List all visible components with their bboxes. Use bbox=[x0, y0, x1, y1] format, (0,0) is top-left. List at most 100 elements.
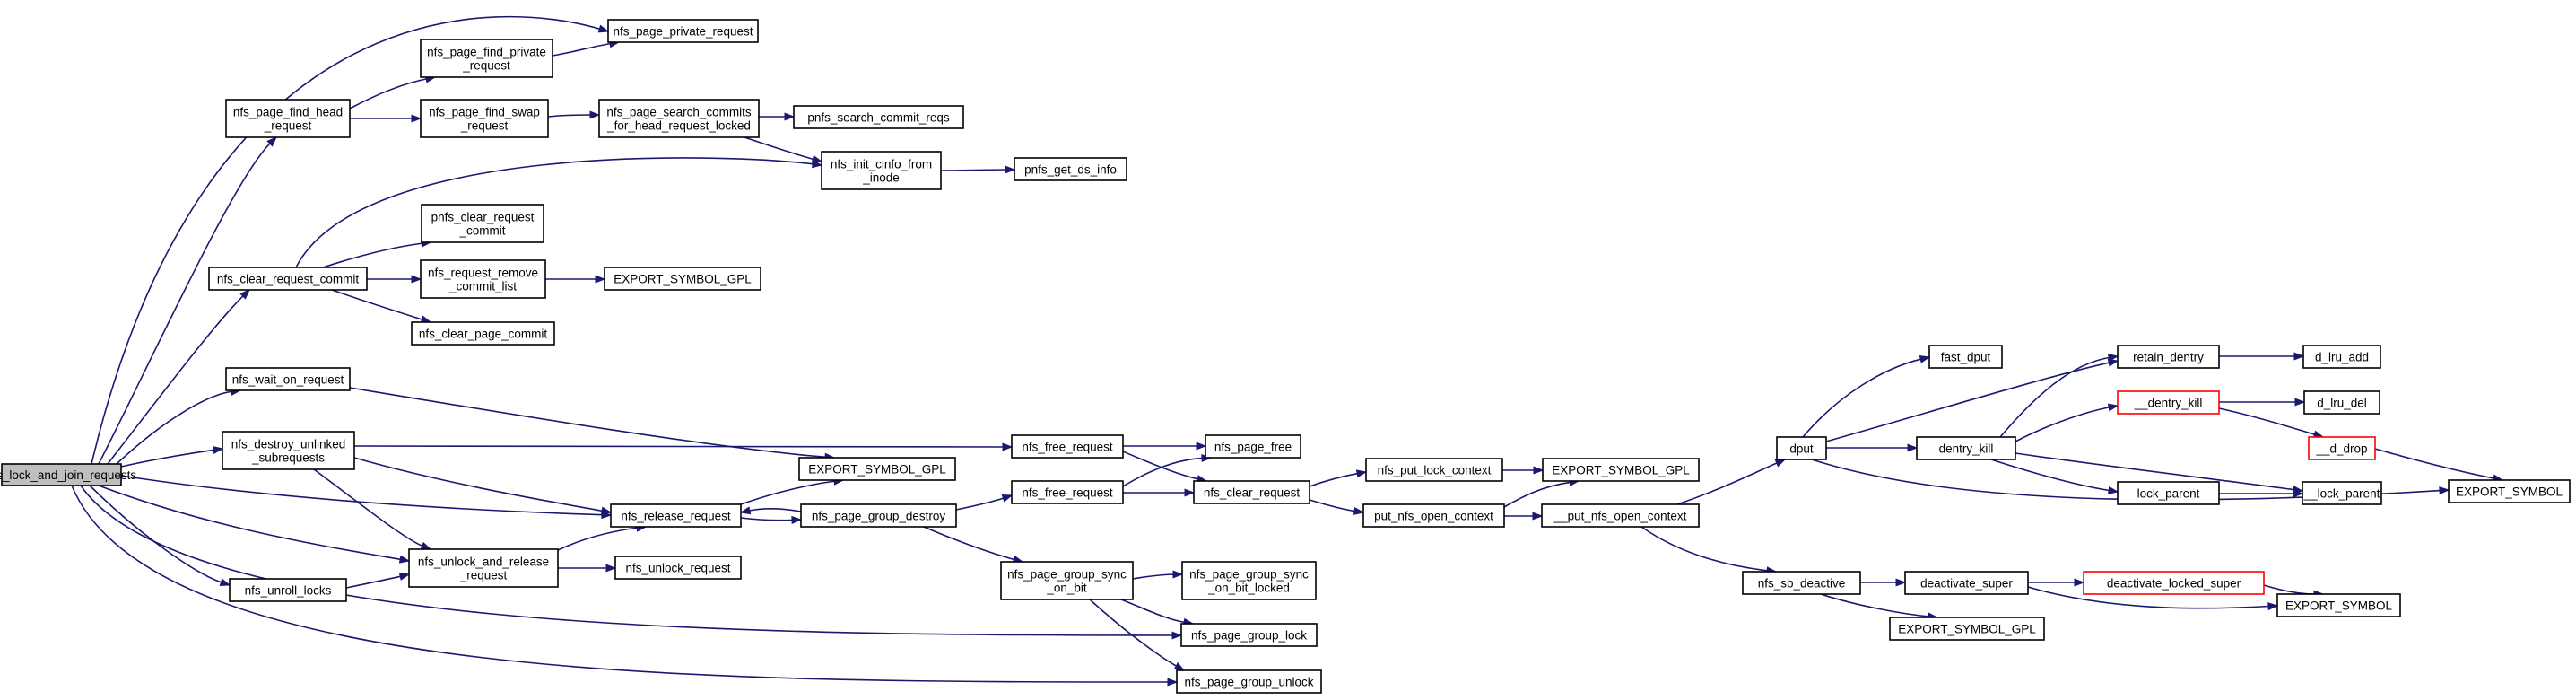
node-deactivate-super[interactable]: deactivate_super bbox=[1904, 571, 2029, 595]
node-nfs-request-remove-commit-list[interactable]: nfs_request_remove_commit_list bbox=[420, 259, 546, 299]
edge-line bbox=[98, 485, 402, 561]
node-box bbox=[225, 367, 351, 391]
node-dentry-kill[interactable]: __dentry_kill bbox=[2117, 390, 2220, 415]
node-label: nfs_page_group_unlock bbox=[1184, 676, 1313, 689]
node-nfs-put-lock-context[interactable]: nfs_put_lock_context bbox=[1365, 458, 1503, 482]
node-nfs-free-request[interactable]: nfs_free_request bbox=[1011, 480, 1124, 504]
node-nfs-page-private-request[interactable]: nfs_page_private_request bbox=[607, 19, 759, 43]
edge-arrowhead bbox=[589, 110, 601, 119]
node-put-nfs-open-context[interactable]: put_nfs_open_context bbox=[1362, 503, 1505, 528]
node-box bbox=[610, 503, 742, 528]
edge-arrowhead bbox=[1184, 488, 1196, 497]
edge-line bbox=[1122, 451, 1199, 480]
node-label: _request bbox=[264, 119, 312, 133]
node-label: nfs_page_group_lock bbox=[1191, 629, 1307, 643]
edge-arrowhead bbox=[1005, 165, 1016, 174]
node-label: nfs_free_request bbox=[1022, 441, 1113, 454]
node-nfs-lock-and-join-requests[interactable]: nfs_lock_and_join_requests bbox=[0, 463, 136, 486]
node-deactivate-locked-super[interactable]: deactivate_locked_super bbox=[2083, 571, 2265, 595]
node-box bbox=[2083, 571, 2265, 595]
edge-arrowhead bbox=[411, 114, 422, 123]
edge-arrowhead bbox=[1919, 355, 1931, 363]
node-nfs-page-find-head-request[interactable]: nfs_page_find_head_request bbox=[225, 99, 351, 138]
edge-line bbox=[71, 485, 1170, 683]
edge-arrowhead bbox=[1167, 678, 1179, 687]
node-dput[interactable]: dput bbox=[1776, 436, 1827, 460]
node-box bbox=[229, 578, 347, 602]
edge-arrowhead bbox=[2267, 602, 2279, 611]
node-nfs-unlock-request[interactable]: nfs_unlock_request bbox=[614, 556, 742, 580]
edge-n34-to-n36 bbox=[1826, 443, 1919, 452]
node-label: _commit_list bbox=[448, 280, 517, 293]
node-export-symbol-gpl[interactable]: EXPORT_SYMBOL_GPL bbox=[1542, 458, 1700, 482]
edge-n15-to-n27 bbox=[313, 468, 432, 550]
node-label: __put_nfs_open_context bbox=[1553, 510, 1687, 523]
node-nfs-sb-deactive[interactable]: nfs_sb_deactive bbox=[1742, 571, 1861, 595]
node-nfs-page-group-sync-on-bit-locked[interactable]: nfs_page_group_sync_on_bit_locked bbox=[1181, 561, 1317, 600]
node-export-symbol-gpl[interactable]: EXPORT_SYMBOL_GPL bbox=[798, 457, 956, 481]
edge-line bbox=[2374, 448, 2495, 480]
node-nfs-clear-page-commit[interactable]: nfs_clear_page_commit bbox=[411, 321, 555, 346]
node-label: nfs_release_request bbox=[621, 510, 731, 523]
node-nfs-page-group-lock[interactable]: nfs_page_group_lock bbox=[1180, 623, 1318, 647]
node-box bbox=[2308, 436, 2376, 460]
node-nfs-init-cinfo-from-inode[interactable]: nfs_init_cinfo_from_inode bbox=[821, 151, 942, 190]
edge-arrowhead bbox=[1533, 466, 1545, 475]
node-nfs-page-group-sync-on-bit[interactable]: nfs_page_group_sync_on_bit bbox=[1000, 561, 1134, 600]
node-nfs-free-request[interactable]: nfs_free_request bbox=[1011, 434, 1124, 459]
node-label: nfs_clear_request_commit bbox=[217, 273, 360, 286]
node-d-lru-add[interactable]: d_lru_add bbox=[2302, 345, 2381, 369]
node-box bbox=[420, 259, 546, 299]
node-box bbox=[2276, 593, 2401, 617]
edge-line bbox=[120, 475, 604, 516]
node-pnfs-clear-request-commit[interactable]: pnfs_clear_request_commit bbox=[421, 204, 544, 243]
node-nfs-unlock-and-release-request[interactable]: nfs_unlock_and_release_request bbox=[408, 548, 559, 588]
edge-arrowhead bbox=[239, 289, 251, 300]
node-lock-parent[interactable]: lock_parent bbox=[2117, 481, 2220, 505]
node-box bbox=[1928, 345, 2003, 369]
edge-line bbox=[2218, 407, 2316, 436]
node-export-symbol[interactable]: EXPORT_SYMBOL bbox=[2276, 593, 2401, 617]
node-fast-dput[interactable]: fast_dput bbox=[1928, 345, 2003, 369]
node-retain-dentry[interactable]: retain_dentry bbox=[2117, 345, 2220, 369]
node-label: deactivate_super bbox=[1920, 577, 2013, 591]
node-export-symbol-gpl[interactable]: EXPORT_SYMBOL_GPL bbox=[604, 267, 761, 291]
node-nfs-page-free[interactable]: nfs_page_free bbox=[1205, 434, 1301, 459]
node-pnfs-search-commit-reqs[interactable]: pnfs_search_commit_reqs bbox=[793, 105, 964, 129]
node-export-symbol[interactable]: EXPORT_SYMBOL bbox=[2448, 479, 2571, 503]
edge-n25-to-n26 bbox=[1504, 512, 1544, 521]
edge-line bbox=[331, 289, 423, 321]
node-pnfs-get-ds-info[interactable]: pnfs_get_ds_info bbox=[1014, 157, 1127, 181]
node-box bbox=[1000, 561, 1134, 600]
edge-arrowhead bbox=[595, 275, 606, 284]
node-nfs-wait-on-request[interactable]: nfs_wait_on_request bbox=[225, 367, 351, 391]
edge-n0-to-n27 bbox=[98, 485, 411, 564]
node-lock-parent[interactable]: __lock_parent bbox=[2302, 481, 2382, 505]
node-label: EXPORT_SYMBOL bbox=[2285, 599, 2393, 613]
node-box bbox=[408, 548, 559, 588]
node-export-symbol-gpl[interactable]: EXPORT_SYMBOL_GPL bbox=[1889, 617, 2045, 641]
edge-line bbox=[89, 485, 222, 583]
node-nfs-destroy-unlinked-subrequests[interactable]: nfs_destroy_unlinked_subrequests bbox=[222, 431, 355, 470]
edge-line bbox=[349, 77, 428, 109]
node-nfs-page-group-unlock[interactable]: nfs_page_group_unlock bbox=[1176, 669, 1322, 694]
node-box bbox=[2117, 481, 2220, 505]
node-label: _commit bbox=[458, 224, 505, 238]
edge-line bbox=[2263, 584, 2316, 595]
node-nfs-page-find-private-request[interactable]: nfs_page_find_private_request bbox=[420, 39, 553, 78]
edge-n20-to-n21 bbox=[955, 494, 1014, 511]
node-d-lru-del[interactable]: d_lru_del bbox=[2303, 390, 2380, 415]
edge-n0-to-n19 bbox=[120, 475, 613, 520]
edge-n10-to-n13 bbox=[331, 289, 432, 324]
node-nfs-release-request[interactable]: nfs_release_request bbox=[610, 503, 742, 528]
node-dentry-kill[interactable]: dentry_kill bbox=[1916, 436, 2016, 460]
node-nfs-page-search-commits-for-head-request-locked[interactable]: nfs_page_search_commits_for_head_request… bbox=[598, 99, 760, 138]
node-nfs-clear-request-commit[interactable]: nfs_clear_request_commit bbox=[208, 267, 368, 291]
node-nfs-clear-request[interactable]: nfs_clear_request bbox=[1193, 480, 1310, 504]
node-nfs-page-group-destroy[interactable]: nfs_page_group_destroy bbox=[800, 503, 957, 528]
node-nfs-unroll-locks[interactable]: nfs_unroll_locks bbox=[229, 578, 347, 602]
node-nfs-page-find-swap-request[interactable]: nfs_page_find_swap_request bbox=[420, 99, 549, 138]
node-put-nfs-open-context[interactable]: __put_nfs_open_context bbox=[1541, 503, 1700, 528]
node-d-drop[interactable]: __d_drop bbox=[2308, 436, 2376, 460]
node-label: pnfs_search_commit_reqs bbox=[807, 111, 950, 125]
